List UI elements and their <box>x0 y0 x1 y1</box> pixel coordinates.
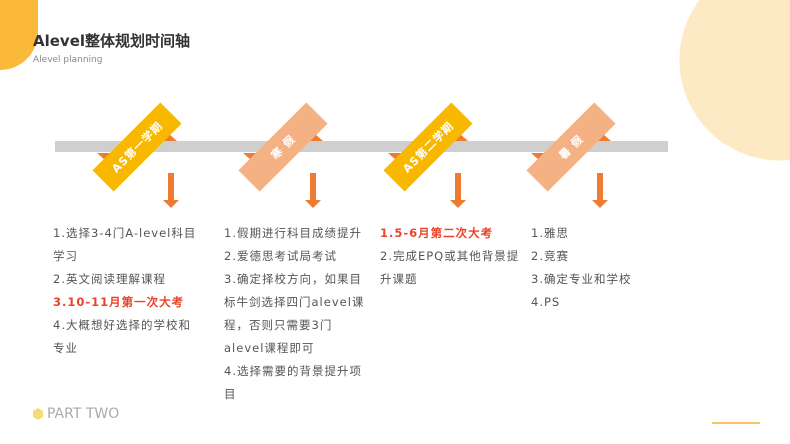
decorative-line <box>712 422 760 424</box>
detail-item: 3.确定专业和学校 <box>531 272 632 286</box>
detail-item: 1.选择3-4门A-level科目学习 <box>53 226 197 263</box>
arrow-down-icon <box>163 173 179 208</box>
page-title: Alevel整体规划时间轴 <box>33 32 191 50</box>
detail-item: 2.英文阅读理解课程 <box>53 272 166 286</box>
detail-item: 3.10-11月第一次大考 <box>53 295 185 309</box>
arrow-down-icon <box>592 173 608 208</box>
arrow-down-icon <box>450 173 466 208</box>
detail-item: 4.大概想好选择的学校和专业 <box>53 318 191 355</box>
page-subtitle: Alevel planning <box>33 55 103 65</box>
stage-details: 1.5-6月第二次大考 2.完成EPQ或其他背景提升课题 <box>380 222 520 291</box>
footer-section: PART TWO <box>33 406 119 422</box>
footer-label: PART TWO <box>47 406 120 422</box>
cube-icon <box>33 408 43 420</box>
detail-item: 4.PS <box>531 295 561 309</box>
detail-item: 1.雅思 <box>531 226 569 240</box>
detail-item: 3.确定择校方向，如果目标牛剑选择四门alevel课程，否则只需要3门aleve… <box>224 272 365 355</box>
stage-details: 1.选择3-4门A-level科目学习 2.英文阅读理解课程 3.10-11月第一次… <box>53 222 203 360</box>
stage-details: 1.假期进行科目成绩提升 2.爱德思考试局考试 3.确定择校方向，如果目标牛剑选择四… <box>224 222 369 406</box>
detail-item: 2.完成EPQ或其他背景提升课题 <box>380 249 520 286</box>
detail-item: 2.爱德思考试局考试 <box>224 249 337 263</box>
arrow-down-icon <box>305 173 321 208</box>
stage-details: 1.雅思 2.竞赛 3.确定专业和学校 4.PS <box>531 222 651 314</box>
detail-item: 1.假期进行科目成绩提升 <box>224 226 362 240</box>
timeline-bar <box>55 141 668 152</box>
detail-item: 4.选择需要的背景提升项目 <box>224 364 362 401</box>
detail-item: 2.竞赛 <box>531 249 569 263</box>
detail-item: 1.5-6月第二次大考 <box>380 226 494 240</box>
